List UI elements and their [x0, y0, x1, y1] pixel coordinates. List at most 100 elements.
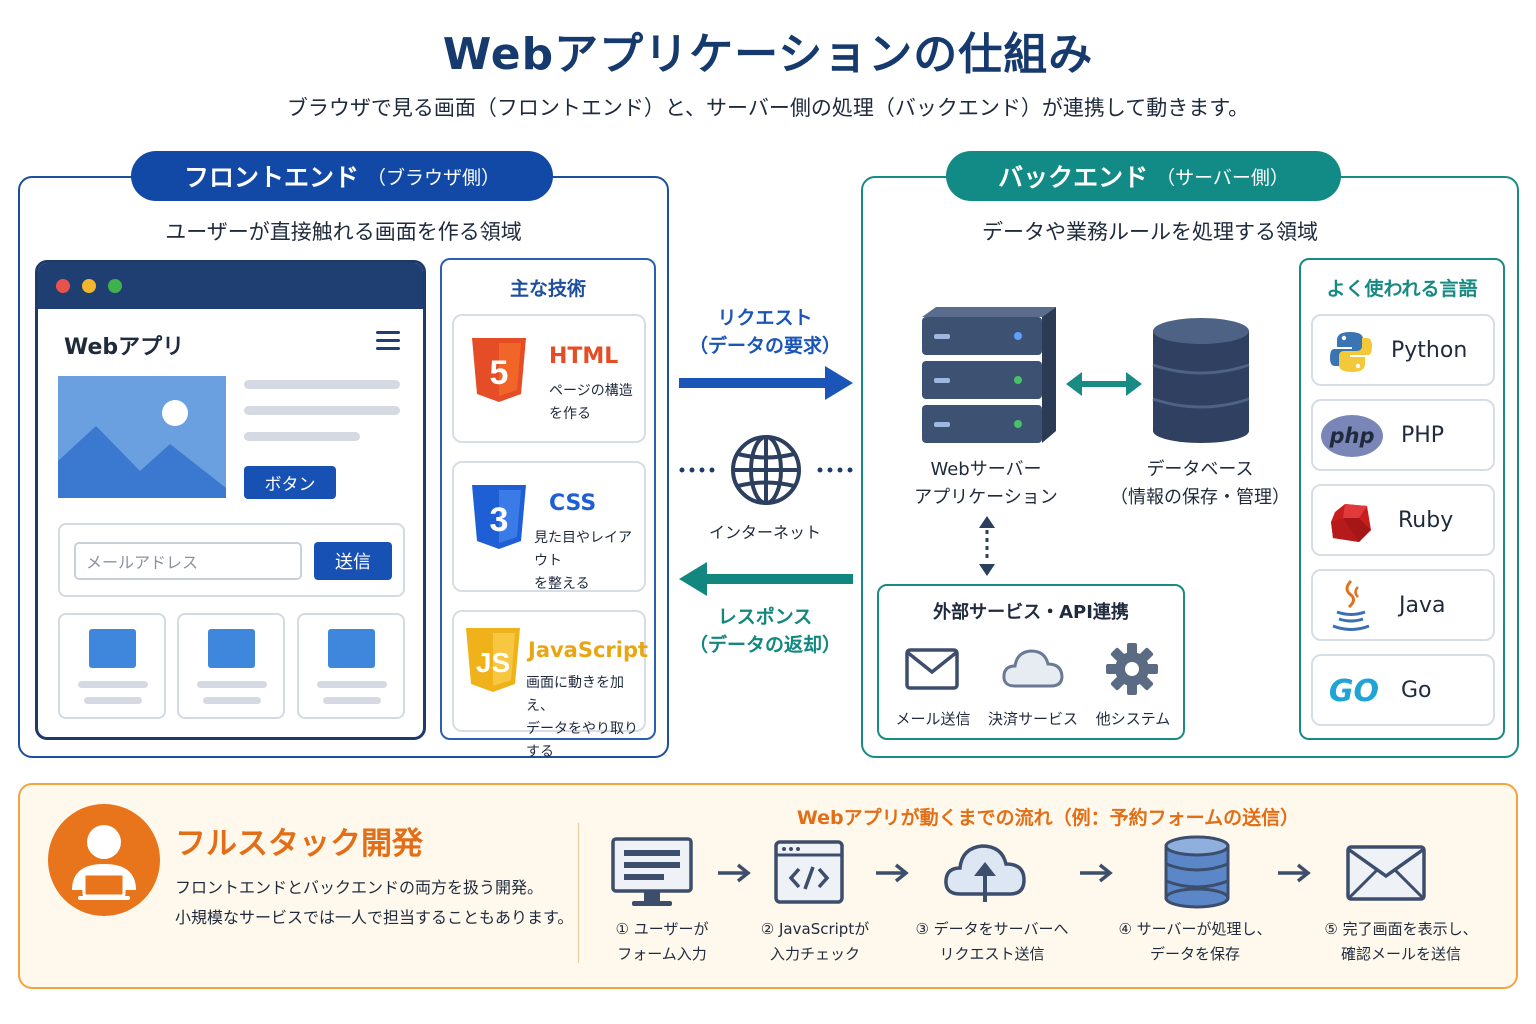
- submit-button[interactable]: 送信: [314, 542, 392, 580]
- minimize-dot-icon: [82, 279, 96, 293]
- html5-icon: 5: [472, 338, 526, 402]
- svg-text:3: 3: [490, 501, 509, 539]
- tech-card-javascript: JS JavaScript 画面に動きを加え、データをやり取りする: [452, 610, 649, 760]
- mail-icon: [905, 648, 959, 690]
- page-subtitle: ブラウザで見る画面（フロントエンド）と、サーバー側の処理（バックエンド）が連携し…: [286, 96, 1250, 120]
- app-title: Webアプリ: [64, 335, 185, 360]
- go-icon: GO: [1328, 673, 1380, 709]
- text-line: [203, 697, 261, 704]
- text-line: [78, 681, 148, 688]
- language-name: Java: [1399, 593, 1446, 618]
- response-label: レスポンス（データの返却）: [688, 606, 841, 656]
- card-image-icon: [328, 629, 375, 668]
- language-card-java: Java: [1311, 569, 1495, 641]
- language-name: Ruby: [1398, 508, 1454, 533]
- backend-title-pill: バックエンド （サーバー側）: [946, 151, 1341, 201]
- card-image-icon: [89, 629, 136, 668]
- flow-step-4: ④ サーバーが処理し、データを保存: [1118, 920, 1272, 963]
- mock-button[interactable]: ボタン: [244, 466, 336, 499]
- mock-card: [58, 613, 166, 719]
- frontend-caption: ユーザーが直接触れる画面を作る領域: [165, 220, 522, 244]
- css3-icon: 3: [472, 485, 526, 549]
- language-card-go: GO Go: [1311, 654, 1495, 726]
- fullstack-panel: [18, 783, 1518, 989]
- python-icon: [1330, 332, 1372, 372]
- image-placeholder-icon: [58, 376, 226, 498]
- cloud-icon: [1002, 649, 1064, 688]
- svg-text:JS: JS: [476, 647, 510, 678]
- response-arrow-icon: [679, 562, 853, 596]
- text-line: [317, 681, 387, 688]
- close-dot-icon: [56, 279, 70, 293]
- divider: [578, 823, 579, 963]
- external-services-box: 外部サービス・API連携 メール送信 決済サービス 他システム: [877, 584, 1185, 740]
- language-name: PHP: [1401, 423, 1445, 448]
- server-label: Webサーバーアプリケーション: [914, 459, 1058, 508]
- backend-title: バックエンド: [998, 163, 1149, 192]
- card-image-icon: [208, 629, 255, 668]
- tech-heading: 主な技術: [509, 278, 586, 300]
- mail-icon: [1346, 845, 1426, 901]
- backend-caption: データや業務ルールを処理する領域: [982, 220, 1318, 244]
- internet-label: インターネット: [708, 523, 821, 542]
- language-card-php: php PHP: [1311, 399, 1495, 471]
- backend-title-sub: （サーバー側）: [1156, 166, 1289, 189]
- text-line: [323, 697, 381, 704]
- browser-titlebar: [38, 263, 423, 309]
- text-line: [244, 432, 360, 441]
- page-title: Webアプリケーションの仕組み: [442, 29, 1094, 80]
- flow-step-2: ② JavaScriptが入力チェック: [760, 920, 870, 963]
- bidirectional-arrow-icon: [1066, 372, 1142, 396]
- mock-card: [177, 613, 285, 719]
- language-list-box: よく使われる言語 Python php PHP Ruby Java: [1299, 258, 1505, 740]
- tech-name: CSS: [549, 491, 597, 516]
- database-label: データベース（情報の保存・管理）: [1110, 459, 1290, 508]
- browser-mockup: Webアプリ ボタン メールアドレス 送信: [35, 260, 426, 740]
- flow-arrow-icon: [1080, 863, 1113, 883]
- frontend-title: フロントエンド: [183, 163, 359, 192]
- tech-name: HTML: [549, 344, 619, 369]
- request-arrow-icon: [679, 366, 853, 400]
- language-name: Go: [1401, 678, 1432, 703]
- request-label: リクエスト（データの要求）: [688, 307, 841, 357]
- dotted-arrow-icon: [979, 516, 995, 576]
- svg-text:5: 5: [490, 354, 509, 392]
- flow-arrow-icon: [1278, 863, 1311, 883]
- text-line: [197, 681, 267, 688]
- java-icon: [1332, 579, 1370, 631]
- language-card-ruby: Ruby: [1311, 484, 1495, 556]
- php-icon: php: [1321, 415, 1383, 457]
- external-item-payment: 決済サービス: [987, 710, 1078, 728]
- internet-globe-icon: [679, 435, 853, 505]
- fullstack-title: フルスタック開発: [175, 826, 423, 862]
- mock-card: [297, 613, 405, 719]
- external-item-mail: メール送信: [895, 710, 971, 728]
- frontend-title-pill: フロントエンド （ブラウザ側）: [131, 151, 553, 201]
- mock-form: メールアドレス 送信: [58, 523, 405, 597]
- tech-desc: 画面に動きを加え、データをやり取りする: [526, 675, 638, 761]
- flow-arrow-icon: [718, 863, 751, 883]
- external-item-other: 他システム: [1095, 710, 1171, 728]
- database-flow-icon: [1164, 835, 1230, 909]
- monitor-icon: [611, 837, 693, 906]
- language-heading: よく使われる言語: [1326, 278, 1478, 300]
- code-window-icon: [774, 840, 844, 904]
- tech-card-html: 5 HTML ページの構造を作る: [452, 314, 646, 443]
- tech-name: JavaScript: [528, 638, 649, 662]
- hamburger-menu-icon[interactable]: [376, 331, 400, 351]
- flow-arrow-icon: [876, 863, 909, 883]
- tech-desc: 見た目やレイアウトを整える: [534, 530, 632, 593]
- developer-avatar-icon: [48, 804, 160, 916]
- flow-title: Webアプリが動くまでの流れ（例：予約フォームの送信）: [796, 807, 1300, 829]
- text-line: [244, 406, 400, 415]
- cloud-upload-icon: [944, 844, 1026, 902]
- tech-card-css: 3 CSS 見た目やレイアウトを整える: [452, 461, 646, 592]
- javascript-icon: JS: [466, 628, 520, 692]
- gear-icon: [1106, 643, 1158, 695]
- maximize-dot-icon: [108, 279, 122, 293]
- database-icon: [1152, 318, 1250, 443]
- email-input[interactable]: メールアドレス: [74, 542, 302, 580]
- ruby-icon: [1331, 504, 1371, 542]
- text-line: [244, 380, 400, 389]
- external-title: 外部サービス・API連携: [933, 602, 1129, 623]
